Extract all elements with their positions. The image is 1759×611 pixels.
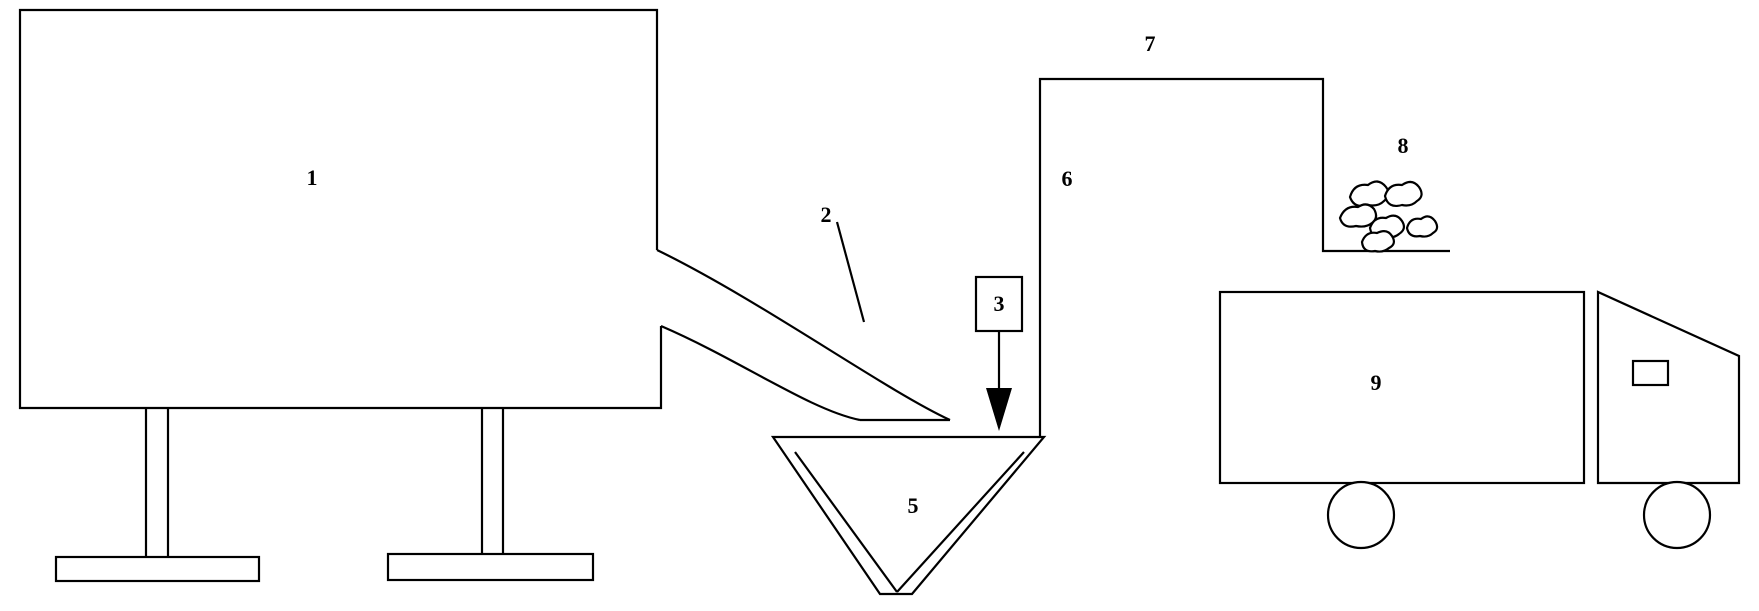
truck-cab <box>1596 290 1741 485</box>
left-foot <box>54 555 261 583</box>
hopper: 5 <box>770 435 1047 596</box>
label-9: 9 <box>1371 370 1382 395</box>
feeder-box: 3 <box>974 275 1024 431</box>
product-piece <box>1405 215 1439 238</box>
arrow-head <box>986 388 1012 431</box>
label-7: 7 <box>1145 31 1156 56</box>
label-8: 8 <box>1398 133 1409 158</box>
product-piece <box>1338 203 1378 228</box>
truck-cab-window <box>1631 359 1670 387</box>
chute: 2 <box>656 202 951 422</box>
hopper-inner-left <box>794 451 898 593</box>
right-foot <box>386 552 595 582</box>
product-piece <box>1383 180 1423 208</box>
truck: 9 <box>1218 290 1741 550</box>
product-piece <box>1348 180 1390 208</box>
main-unit: 1 <box>18 8 663 583</box>
leader-line-2 <box>835 221 866 323</box>
riser-and-top-conveyor <box>1038 77 1450 437</box>
label-5: 5 <box>908 493 919 518</box>
truck-rear-wheel <box>1326 480 1396 550</box>
hopper-outer <box>770 435 1047 596</box>
product-piece <box>1360 229 1396 253</box>
truck-cargo-box <box>1218 290 1586 485</box>
chute-upper-edge <box>656 249 951 421</box>
hopper-inner-right <box>896 451 1025 593</box>
label-1: 1 <box>307 165 318 190</box>
label-6: 6 <box>1062 166 1073 191</box>
label-3: 3 <box>994 291 1005 316</box>
conveyor-path: 6 7 <box>1038 31 1450 437</box>
truck-front-wheel <box>1642 480 1712 550</box>
chute-lower-edge <box>660 324 861 422</box>
main-unit-body <box>18 8 663 410</box>
label-2: 2 <box>821 202 832 227</box>
product-pile: 8 <box>1338 133 1439 253</box>
